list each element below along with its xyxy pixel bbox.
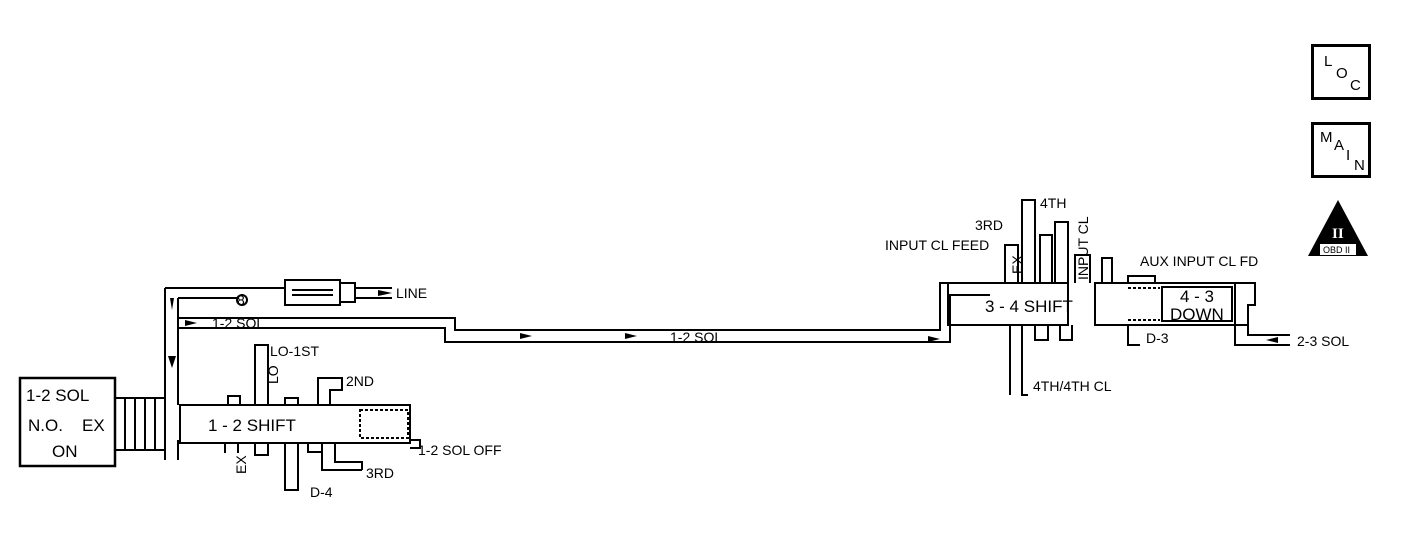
obd-ii-button[interactable]: II OBD II — [1306, 198, 1370, 260]
down43-label-top: 4 - 3 — [1180, 287, 1214, 306]
orifice-label: 8 — [237, 292, 245, 308]
loc-letter-c: C — [1350, 77, 1361, 94]
main-letter-m: M — [1320, 129, 1333, 146]
sol23-label: 2-3 SOL — [1297, 333, 1349, 349]
fourth-cl-label: 4TH/4TH CL — [1033, 378, 1112, 394]
loc-button[interactable]: L O C — [1311, 44, 1371, 100]
solenoid-coil — [114, 397, 166, 451]
shift12-valve-label: 1 - 2 SHIFT — [208, 416, 296, 435]
main-button[interactable]: M A I N — [1311, 122, 1371, 178]
down43-valve-bore — [1094, 282, 1236, 326]
solenoid-line4: ON — [52, 442, 78, 461]
shift34-valve-label: 3 - 4 SHIFT — [985, 297, 1073, 316]
line-passage — [284, 279, 392, 306]
d4-label: D-4 — [310, 484, 333, 500]
d3-label: D-3 — [1146, 330, 1169, 346]
solenoid-line3: EX — [82, 416, 105, 435]
lo-1st-label: LO-1ST — [270, 343, 319, 359]
flow-arrows — [168, 290, 1278, 368]
second-label: 2ND — [346, 373, 374, 389]
obd-numeral: II — [1332, 226, 1344, 242]
input-cl-feed-label: INPUT CL FEED — [885, 237, 989, 253]
obd-warning-icon: II OBD II — [1308, 200, 1368, 256]
aux-input-label: AUX INPUT CL FD — [1140, 253, 1258, 269]
solenoid-line1: 1-2 SOL — [26, 386, 89, 405]
lo-label: LO — [265, 365, 281, 384]
shift12-ports — [224, 344, 363, 491]
down43-label-bottom: DOWN — [1170, 305, 1224, 324]
third-label-a: 3RD — [366, 465, 394, 481]
main-letter-a: A — [1334, 137, 1345, 154]
feed-passage — [164, 287, 285, 460]
ex-label-a: EX — [233, 455, 249, 474]
sol12-label-a: 1-2 SOL — [212, 315, 264, 331]
shift12-spring — [359, 409, 409, 439]
main-letter-n: N — [1354, 157, 1365, 174]
fourth-label: 4TH — [1040, 195, 1066, 211]
check-ball — [236, 294, 248, 306]
line-label: LINE — [396, 285, 427, 301]
obd-label: OBD II — [1323, 245, 1350, 255]
ex-label-b: EX — [1009, 255, 1025, 274]
shift12-valve-bore — [179, 404, 411, 444]
shift34-valve-bore — [947, 282, 1069, 326]
loc-letter-o: O — [1336, 65, 1348, 82]
main-letter-i: I — [1346, 147, 1351, 164]
input-cl-label: INPUT CL — [1075, 216, 1091, 280]
sol12-label-b: 1-2 SOL — [670, 329, 722, 345]
loc-letter-l: L — [1324, 53, 1333, 70]
solenoid-line2: N.O. — [28, 416, 63, 435]
down43-ports — [1101, 257, 1290, 346]
down43-spool — [1161, 286, 1233, 322]
shift34-ports — [1004, 199, 1091, 396]
third-label-b: 3RD — [975, 217, 1003, 233]
sol12-off-label: 1-2 SOL OFF — [418, 442, 502, 458]
sol12-signal-passage — [178, 282, 1000, 343]
